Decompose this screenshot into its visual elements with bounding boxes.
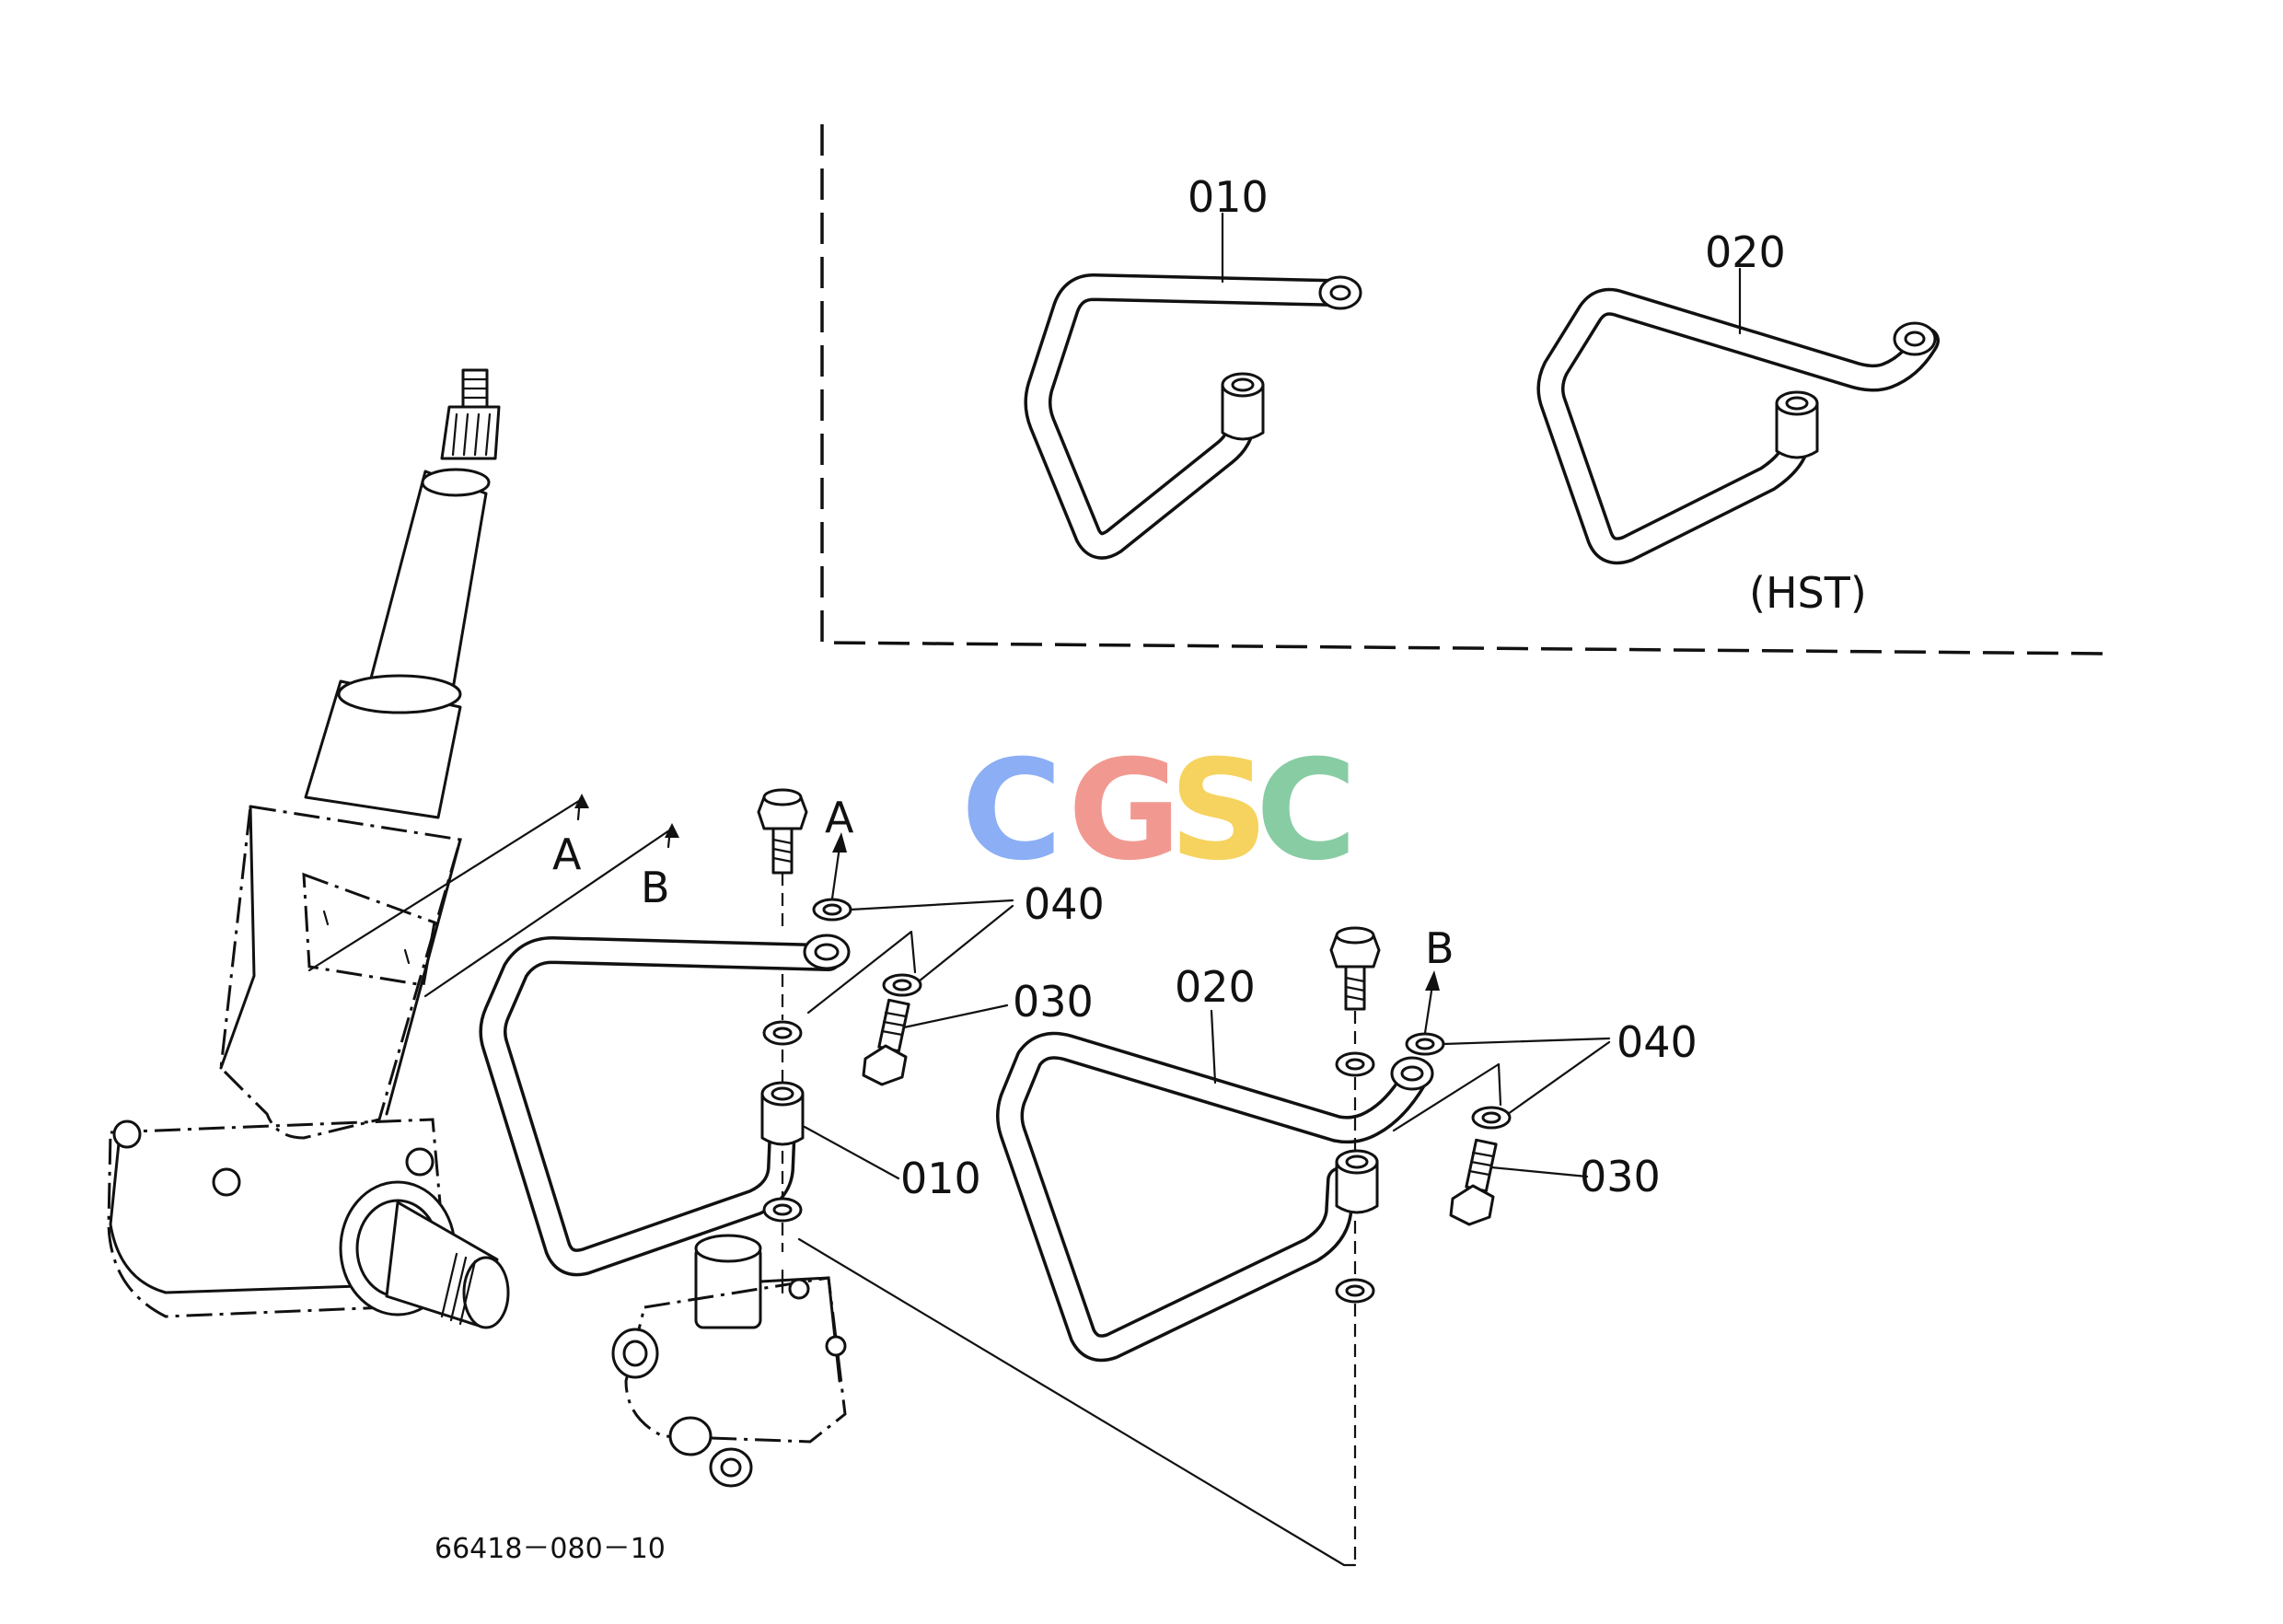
hst-inset: 010 020 (HST): [820, 124, 2109, 655]
right-pipe-label: 020: [1175, 962, 1256, 1012]
watermark-letter-4: C: [1256, 731, 1357, 891]
right-bolt-label: 030: [1580, 1152, 1661, 1201]
valve-block: [611, 1234, 1346, 1567]
watermark-logo: C G S C: [961, 731, 1357, 891]
port-label-a: A: [552, 829, 582, 879]
right-arrow-label: B: [1425, 923, 1454, 973]
hst-note: (HST): [1749, 568, 1867, 618]
port-leaders: A B: [307, 794, 679, 998]
watermark-letter-1: C: [961, 731, 1062, 891]
inset-label-020: 020: [1705, 227, 1786, 277]
watermark-letter-3: S: [1169, 731, 1269, 891]
inset-pipe-020: [1536, 287, 1940, 565]
left-bolt-label: 030: [1013, 977, 1094, 1027]
left-arrow-label: A: [825, 793, 854, 842]
left-washer-label: 040: [1024, 879, 1105, 929]
left-assembly: A 040 030 010: [479, 788, 1105, 1277]
right-assembly: B 020 040 030: [996, 923, 1698, 1567]
left-pipe-label: 010: [900, 1154, 981, 1203]
steering-gearbox: [107, 368, 510, 1329]
drawing-number: 66418－080－10: [435, 1533, 666, 1565]
inset-pipe-010: [1024, 273, 1362, 560]
watermark-letter-2: G: [1068, 731, 1181, 891]
inset-label-010: 010: [1188, 172, 1269, 222]
port-label-b: B: [641, 863, 670, 912]
inset-border: [820, 124, 2109, 655]
right-washer-label: 040: [1617, 1017, 1698, 1067]
